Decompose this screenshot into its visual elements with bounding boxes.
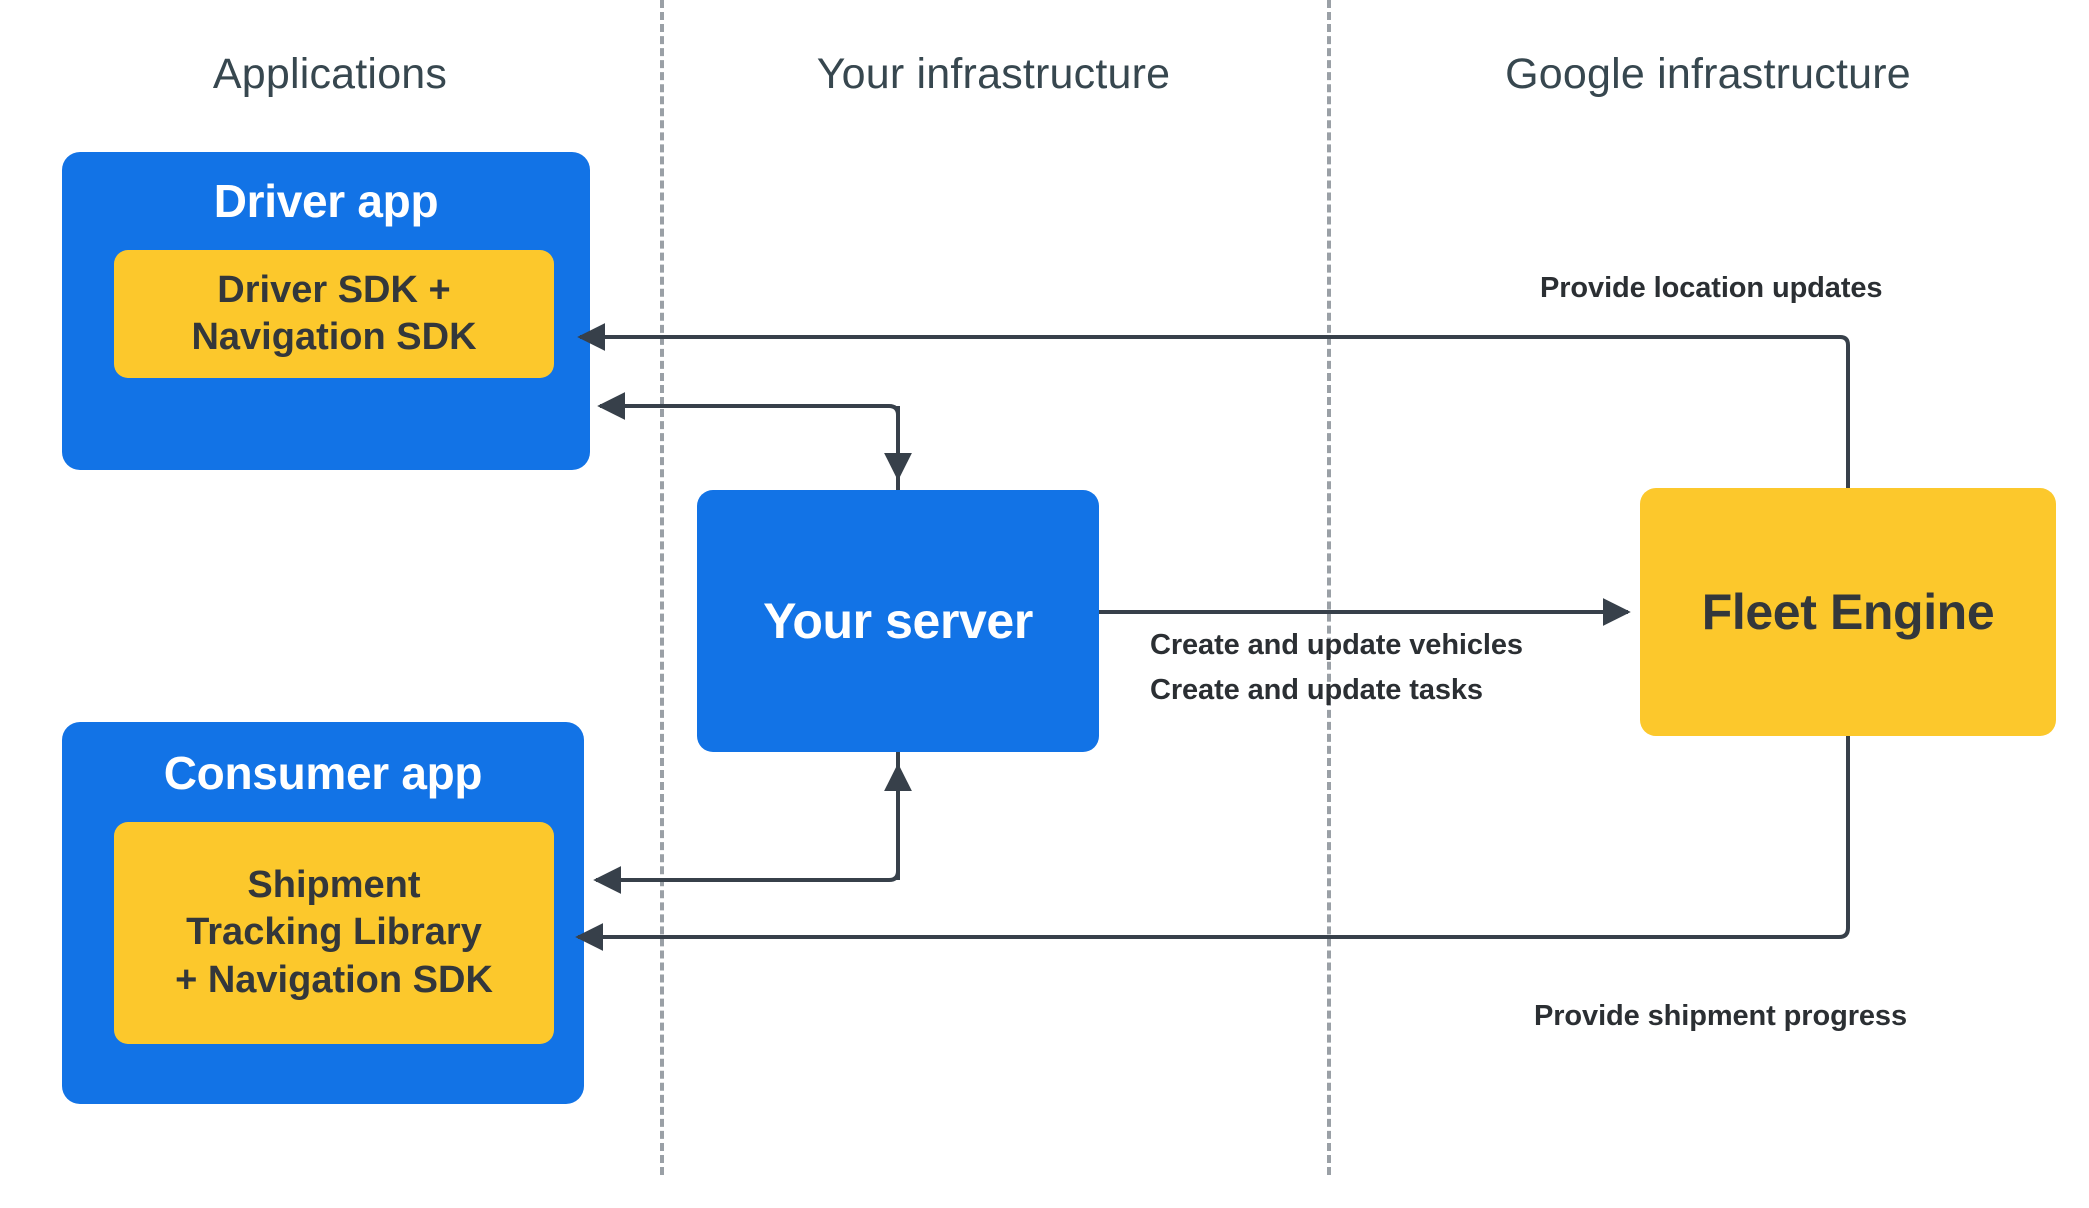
- edge-shipment-progress: [575, 736, 1850, 951]
- node-consumer-app[interactable]: Consumer app Shipment Tracking Library +…: [62, 722, 584, 1104]
- your-server-title: Your server: [763, 593, 1033, 649]
- edge-label-create-update-tasks: Create and update tasks: [1150, 674, 1483, 706]
- edge-label-location-updates: Provide location updates: [1540, 272, 1883, 304]
- fleet-engine-title: Fleet Engine: [1701, 584, 1995, 640]
- edge-server-to-consumer: [593, 752, 900, 894]
- consumer-app-title: Consumer app: [163, 747, 483, 799]
- driver-app-title: Driver app: [213, 175, 439, 227]
- node-driver-sdk[interactable]: Driver SDK + Navigation SDK: [114, 250, 554, 378]
- column-header-google-infrastructure: Google infrastructure: [1505, 50, 1911, 98]
- edge-server-to-driver: [597, 392, 900, 490]
- driver-sdk-line-2: Navigation SDK: [191, 316, 477, 358]
- driver-sdk-line-1: Driver SDK +: [217, 268, 451, 311]
- column-header-applications: Applications: [212, 50, 448, 98]
- node-consumer-sdk[interactable]: Shipment Tracking Library + Navigation S…: [114, 822, 554, 1044]
- consumer-sdk-line-3: + Navigation SDK: [175, 958, 493, 1001]
- column-divider-left: [660, 0, 664, 1175]
- edge-label-create-update-vehicles: Create and update vehicles: [1150, 629, 1523, 661]
- node-driver-app[interactable]: Driver app Driver SDK + Navigation SDK: [62, 152, 590, 470]
- edge-label-shipment-progress: Provide shipment progress: [1534, 1000, 1907, 1032]
- column-divider-right: [1327, 0, 1331, 1175]
- column-header-your-infrastructure: Your infrastructure: [816, 50, 1171, 98]
- node-fleet-engine[interactable]: Fleet Engine: [1640, 488, 2056, 736]
- consumer-sdk-line-2: Tracking Library: [186, 911, 482, 954]
- edge-location-updates: [577, 323, 1850, 488]
- consumer-sdk-line-1: Shipment: [247, 864, 421, 907]
- node-your-server[interactable]: Your server: [697, 490, 1099, 752]
